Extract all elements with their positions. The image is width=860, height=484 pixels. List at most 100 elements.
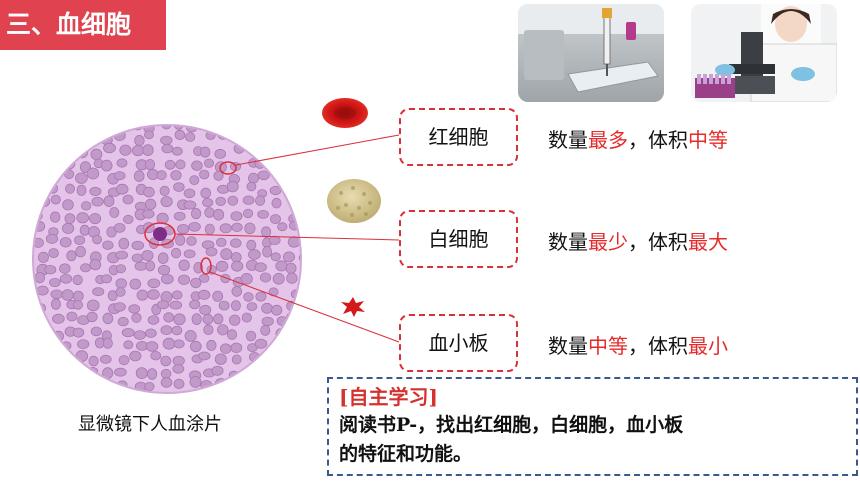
smear-red-blood-cell <box>190 340 202 353</box>
smear-red-blood-cell <box>259 272 272 283</box>
smear-red-blood-cell <box>284 184 295 195</box>
microscope-photo <box>691 4 837 102</box>
size-value: 最大 <box>688 230 728 254</box>
smear-red-blood-cell <box>172 364 185 374</box>
smear-red-blood-cell <box>204 207 215 218</box>
smear-red-blood-cell <box>270 252 281 262</box>
smear-red-blood-cell <box>261 302 273 314</box>
platelet-description: 数量中等，体积最小 <box>548 330 728 359</box>
smear-red-blood-cell <box>269 126 282 128</box>
smear-red-blood-cell <box>259 364 271 374</box>
smear-red-blood-cell <box>77 131 88 144</box>
smear-red-blood-cell <box>244 222 256 235</box>
count-prefix: 数量 <box>548 334 588 358</box>
smear-red-blood-cell <box>169 300 183 310</box>
smear-red-blood-cell <box>45 381 57 392</box>
smear-red-blood-cell <box>260 134 272 144</box>
smear-red-blood-cell <box>206 339 217 351</box>
smear-red-blood-cell <box>86 299 100 312</box>
smear-red-blood-cell <box>72 327 85 338</box>
smear-red-blood-cell <box>147 315 160 325</box>
smear-red-blood-cell <box>171 290 183 300</box>
smear-red-blood-cell <box>102 240 114 250</box>
smear-red-blood-cell <box>190 277 202 289</box>
smear-red-blood-cell <box>241 312 252 323</box>
smear-red-blood-cell <box>302 313 312 322</box>
smear-red-blood-cell <box>161 126 172 130</box>
smear-red-blood-cell <box>203 158 214 168</box>
smear-red-blood-cell <box>122 194 134 205</box>
smear-red-blood-cell <box>136 289 149 301</box>
smear-red-blood-cell <box>48 126 59 131</box>
smear-red-blood-cell <box>219 343 232 354</box>
platelet-label: 血小板 <box>399 314 518 372</box>
smear-red-blood-cell <box>271 142 282 154</box>
smear-red-blood-cell <box>305 209 316 217</box>
smear-red-blood-cell <box>113 222 126 233</box>
smear-red-blood-cell <box>282 251 295 263</box>
smear-red-blood-cell <box>36 352 49 363</box>
smear-red-blood-cell <box>64 213 76 225</box>
smear-red-blood-cell <box>218 300 230 311</box>
smear-red-blood-cell <box>304 343 313 352</box>
smear-red-blood-cell <box>171 325 183 336</box>
smear-red-blood-cell <box>178 259 190 271</box>
smear-red-blood-cell <box>109 207 120 218</box>
smear-red-blood-cell <box>35 173 47 183</box>
smear-red-blood-cell <box>284 342 295 354</box>
wbc-nucleus <box>153 227 167 241</box>
smear-red-blood-cell <box>244 133 256 146</box>
count-value: 最少 <box>588 230 628 254</box>
lab-pipette-photo <box>518 4 664 102</box>
smear-red-blood-cell <box>261 316 274 327</box>
smear-red-blood-cell <box>216 237 227 247</box>
smear-red-blood-cell <box>34 327 45 338</box>
smear-red-blood-cell <box>51 351 62 363</box>
smear-red-blood-cell <box>142 209 155 219</box>
smear-red-blood-cell <box>245 330 257 342</box>
smear-red-blood-cell <box>200 187 212 199</box>
smear-red-blood-cell <box>102 337 113 349</box>
smear-red-blood-cell <box>175 159 186 170</box>
smear-red-blood-cell <box>260 324 271 336</box>
smear-red-blood-cell <box>297 159 300 169</box>
smear-red-blood-cell <box>295 184 300 196</box>
smear-red-blood-cell <box>115 183 129 195</box>
smear-red-blood-cell <box>123 340 134 350</box>
red-blood-cell-icon <box>322 98 368 128</box>
smear-red-blood-cell <box>298 287 300 299</box>
self-study-line-1: 阅读书P-，找出红细胞，白细胞，血小板 <box>339 414 684 436</box>
smear-red-blood-cell <box>301 196 313 206</box>
smear-red-blood-cell <box>198 273 210 283</box>
smear-red-blood-cell <box>191 208 202 220</box>
smear-red-blood-cell <box>58 369 72 381</box>
smear-red-blood-cell <box>189 175 200 186</box>
size-prefix: ，体积 <box>628 128 688 152</box>
smear-red-blood-cell <box>289 369 300 380</box>
smear-red-blood-cell <box>160 325 173 336</box>
smear-red-blood-cell <box>301 234 310 245</box>
self-study-heading: [自主学习] <box>339 385 438 409</box>
smear-red-blood-cell <box>113 302 126 312</box>
smear-red-blood-cell <box>92 234 102 245</box>
smear-red-blood-cell <box>160 196 173 208</box>
smear-red-blood-cell <box>118 355 130 366</box>
smear-red-blood-cell <box>147 368 158 380</box>
smear-red-blood-cell <box>77 126 90 127</box>
smear-red-blood-cell <box>50 211 61 223</box>
smear-red-blood-cell <box>61 149 74 160</box>
smear-red-blood-cell <box>101 274 112 284</box>
smear-red-blood-cell <box>198 351 211 361</box>
smear-red-blood-cell <box>90 326 102 337</box>
smear-red-blood-cell <box>282 172 294 182</box>
smear-red-blood-cell <box>74 235 86 246</box>
smear-red-blood-cell <box>134 261 148 271</box>
smear-red-blood-cell <box>305 325 316 335</box>
smear-red-blood-cell <box>49 339 61 350</box>
smear-red-blood-cell <box>213 126 225 128</box>
smear-red-blood-cell <box>133 170 145 182</box>
smear-red-blood-cell <box>246 302 258 312</box>
white-blood-cell-label: 白细胞 <box>399 210 518 268</box>
smear-red-blood-cell <box>230 300 241 312</box>
